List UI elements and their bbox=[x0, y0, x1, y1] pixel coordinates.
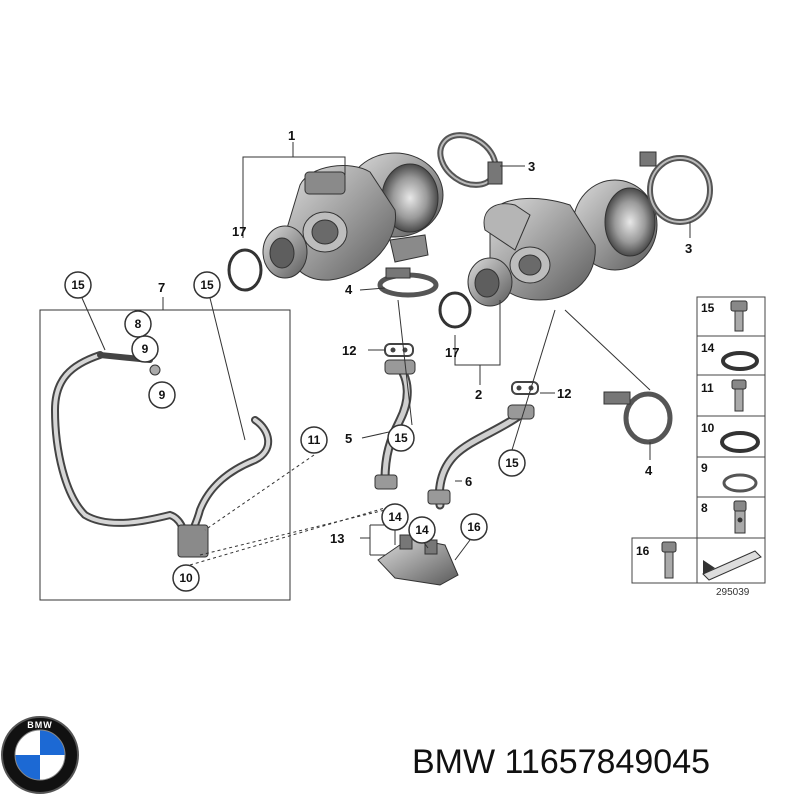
oil-lines-7 bbox=[50, 351, 273, 558]
label-4-right: 4 bbox=[645, 463, 653, 478]
label-7: 7 bbox=[158, 280, 165, 295]
legend-item-14: 14 bbox=[701, 341, 715, 355]
part-caption: BMW 11657849045 bbox=[412, 743, 710, 781]
circle-15-d: 15 bbox=[505, 456, 519, 470]
gasket-12-right bbox=[511, 381, 539, 395]
gasket-ring-17-right bbox=[438, 291, 472, 329]
oil-pipe-5 bbox=[374, 359, 416, 490]
banjo-bolt-8-icon bbox=[733, 500, 747, 534]
label-17-left: 17 bbox=[232, 224, 246, 239]
label-12-right: 12 bbox=[557, 386, 571, 401]
seal-ring-10-icon bbox=[720, 431, 760, 453]
washer-9-icon bbox=[722, 473, 758, 493]
turbocharger-right bbox=[467, 179, 658, 307]
legend-item-10: 10 bbox=[701, 421, 715, 435]
bolt-16-icon bbox=[661, 541, 677, 579]
bolt-11-icon bbox=[731, 379, 747, 412]
circle-8: 8 bbox=[135, 317, 142, 331]
label-12-left: 12 bbox=[342, 343, 356, 358]
bmw-logo-lettering: BMW bbox=[27, 720, 53, 730]
circle-9-a: 9 bbox=[142, 342, 149, 356]
oil-return-block-13 bbox=[377, 534, 459, 586]
label-17-right: 17 bbox=[445, 345, 459, 360]
label-3-right: 3 bbox=[685, 241, 692, 256]
turbocharger-left bbox=[262, 152, 444, 281]
circle-10: 10 bbox=[179, 571, 193, 585]
circle-15-a: 15 bbox=[71, 278, 85, 292]
oil-pipe-6 bbox=[427, 404, 535, 510]
clamp-3-top bbox=[437, 132, 503, 188]
seal-ring-14-icon bbox=[721, 351, 759, 371]
legend-item-15: 15 bbox=[701, 301, 715, 315]
label-5: 5 bbox=[345, 431, 352, 446]
circle-16: 16 bbox=[467, 520, 481, 534]
clamp-4-right bbox=[603, 391, 673, 445]
circle-14-b: 14 bbox=[415, 523, 429, 537]
clamp-3-right bbox=[639, 151, 713, 225]
circle-15-c: 15 bbox=[394, 431, 408, 445]
legend-item-8: 8 bbox=[701, 501, 708, 515]
leader-lines bbox=[81, 142, 691, 566]
label-2: 2 bbox=[475, 387, 482, 402]
shim-arrow-icon bbox=[702, 550, 762, 581]
assembly-box-7 bbox=[39, 309, 291, 601]
label-3-top: 3 bbox=[528, 159, 535, 174]
label-4-left: 4 bbox=[345, 282, 353, 297]
bolt-15-icon bbox=[730, 300, 748, 332]
circle-9-b: 9 bbox=[159, 388, 166, 402]
circle-15-b: 15 bbox=[200, 278, 214, 292]
legend-item-16: 16 bbox=[636, 544, 650, 558]
circle-11: 11 bbox=[308, 433, 321, 447]
legend-item-9: 9 bbox=[701, 461, 708, 475]
clamp-4-left bbox=[377, 267, 439, 298]
diagram-number: 295039 bbox=[716, 587, 750, 598]
gasket-12-left bbox=[384, 343, 414, 357]
gasket-ring-17-left bbox=[227, 248, 263, 292]
circle-14-a: 14 bbox=[388, 510, 402, 524]
label-1: 1 bbox=[288, 128, 295, 143]
bmw-logo: BMW bbox=[1, 716, 79, 794]
circled-labels: 15 15 8 9 9 15 15 11 10 14 14 16 bbox=[64, 271, 526, 592]
label-6: 6 bbox=[465, 474, 472, 489]
legend-item-11: 11 bbox=[701, 381, 714, 395]
label-13: 13 bbox=[330, 531, 344, 546]
parts-legend: 15 14 11 10 9 8 16 bbox=[631, 296, 766, 598]
